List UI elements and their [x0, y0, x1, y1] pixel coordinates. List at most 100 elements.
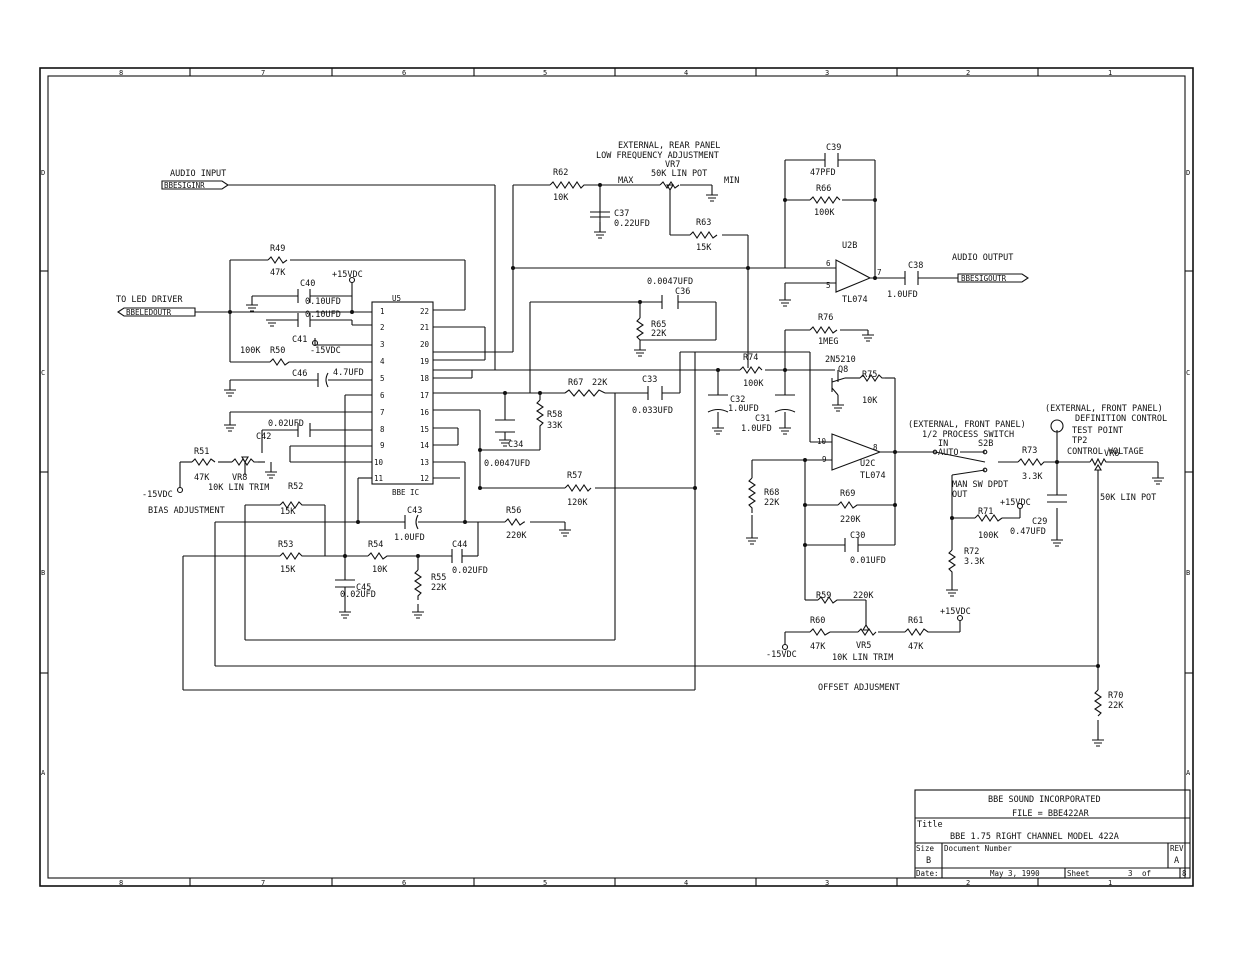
- size-value: B: [926, 856, 931, 866]
- svg-text:15K: 15K: [280, 565, 296, 575]
- svg-text:47PFD: 47PFD: [810, 168, 836, 178]
- col-tick-bottom: 7: [261, 879, 265, 887]
- port-led: BBELEDOUTR: [117, 307, 196, 317]
- svg-text:33K: 33K: [547, 421, 563, 431]
- svg-text:VR7: VR7: [665, 160, 680, 170]
- svg-text:-15VDC: -15VDC: [310, 346, 341, 356]
- svg-text:120K: 120K: [567, 498, 588, 508]
- row-tick-right: A: [1186, 769, 1191, 777]
- size-label: Size: [916, 844, 935, 853]
- opamp-u2c: [831, 433, 882, 471]
- led-driver-label: TO LED DRIVER: [116, 295, 183, 305]
- svg-text:18: 18: [420, 374, 430, 383]
- svg-text:10: 10: [374, 458, 384, 467]
- audio-input-label: AUDIO INPUT: [170, 169, 226, 179]
- rear-panel-label: EXTERNAL, REAR PANEL: [618, 141, 720, 151]
- svg-text:22K: 22K: [764, 498, 780, 508]
- svg-text:10K: 10K: [372, 565, 388, 575]
- svg-text:C30: C30: [850, 531, 865, 541]
- svg-text:U2B: U2B: [842, 241, 857, 251]
- col-tick-top: 7: [261, 69, 265, 77]
- row-tick-left: D: [41, 169, 45, 177]
- date-label: Date:: [916, 869, 939, 878]
- svg-text:220K: 220K: [506, 531, 527, 541]
- svg-text:20: 20: [420, 340, 430, 349]
- svg-text:C43: C43: [407, 506, 422, 516]
- rev-value: A: [1174, 856, 1179, 866]
- svg-text:VR5: VR5: [856, 641, 871, 651]
- svg-text:13: 13: [420, 458, 429, 467]
- col-tick-top: 8: [119, 69, 123, 77]
- title-label: Title: [917, 820, 943, 830]
- svg-text:R71: R71: [978, 507, 993, 517]
- svg-text:R67: R67: [568, 378, 583, 388]
- svg-text:1: 1: [380, 307, 385, 316]
- front-panel-switch-label: (EXTERNAL, FRONT PANEL): [908, 420, 1026, 430]
- svg-text:C38: C38: [908, 261, 923, 271]
- svg-text:C36: C36: [675, 287, 690, 297]
- port-audio-output-label: BBESIGOUTR: [961, 274, 1007, 283]
- row-tick-left: B: [41, 569, 45, 577]
- svg-text:C44: C44: [452, 540, 467, 550]
- svg-text:14: 14: [420, 441, 430, 450]
- sheet-number: 3: [1128, 869, 1133, 878]
- row-tick-left: A: [41, 769, 46, 777]
- svg-text:VR6: VR6: [1104, 449, 1119, 459]
- svg-text:R74: R74: [743, 353, 758, 363]
- svg-text:TL074: TL074: [860, 471, 886, 481]
- svg-text:C31: C31: [755, 414, 770, 424]
- svg-text:2: 2: [380, 323, 385, 332]
- svg-text:C32: C32: [730, 395, 745, 405]
- svg-text:S2B: S2B: [978, 439, 993, 449]
- svg-text:R56: R56: [506, 506, 521, 516]
- svg-text:3: 3: [380, 340, 385, 349]
- offset-adjustment-label: OFFSET ADJUSMENT: [818, 683, 900, 693]
- tp2-label: TP2: [1072, 436, 1087, 446]
- svg-text:0.02UFD: 0.02UFD: [452, 566, 488, 576]
- port-audio-output: BBESIGOUTR: [957, 273, 1029, 283]
- u5-type: BBE IC: [392, 488, 419, 497]
- sheet-label: Sheet: [1067, 869, 1090, 878]
- svg-text:7: 7: [380, 408, 385, 417]
- svg-text:Q8: Q8: [838, 365, 848, 375]
- svg-text:15K: 15K: [280, 507, 296, 517]
- row-tick-right: B: [1186, 569, 1190, 577]
- svg-text:5: 5: [380, 374, 385, 383]
- col-tick-top: 2: [966, 69, 970, 77]
- definition-control-label: DEFINITION CONTROL: [1075, 414, 1167, 424]
- date-value: May 3, 1990: [990, 869, 1040, 878]
- svg-text:0.01UFD: 0.01UFD: [850, 556, 886, 566]
- svg-text:8: 8: [380, 425, 385, 434]
- row-tick-right: C: [1186, 369, 1190, 377]
- svg-text:17: 17: [420, 391, 429, 400]
- svg-text:R65: R65: [651, 320, 666, 330]
- svg-text:R55: R55: [431, 573, 446, 583]
- svg-text:R76: R76: [818, 313, 833, 323]
- svg-text:12: 12: [420, 474, 429, 483]
- svg-text:0.02UFD: 0.02UFD: [268, 419, 304, 429]
- svg-text:3.3K: 3.3K: [1022, 472, 1043, 482]
- svg-text:9: 9: [380, 441, 385, 450]
- svg-text:R57: R57: [567, 471, 582, 481]
- svg-text:8: 8: [873, 443, 878, 452]
- svg-text:1.0UFD: 1.0UFD: [728, 404, 759, 414]
- svg-text:15: 15: [420, 425, 429, 434]
- of-label: of: [1142, 869, 1151, 878]
- svg-text:100K: 100K: [978, 531, 999, 541]
- col-tick-bottom: 3: [825, 879, 829, 887]
- svg-text:0.0047UFD: 0.0047UFD: [647, 277, 693, 287]
- test-point-label: TEST POINT: [1072, 426, 1123, 436]
- svg-text:-15VDC: -15VDC: [142, 490, 173, 500]
- svg-text:R68: R68: [764, 488, 779, 498]
- vr7-min-label: MIN: [724, 176, 739, 186]
- svg-text:47K: 47K: [810, 642, 826, 652]
- svg-text:+15VDC: +15VDC: [332, 270, 363, 280]
- svg-text:0.47UFD: 0.47UFD: [1010, 527, 1046, 537]
- opamp-pin-labels: 6 5 7 10 9 8: [817, 259, 882, 464]
- ground-symbols: [224, 194, 1164, 747]
- svg-text:R59: R59: [816, 591, 831, 601]
- svg-text:+15VDC: +15VDC: [1000, 498, 1031, 508]
- svg-text:C39: C39: [826, 143, 841, 153]
- svg-text:0.033UFD: 0.033UFD: [632, 406, 673, 416]
